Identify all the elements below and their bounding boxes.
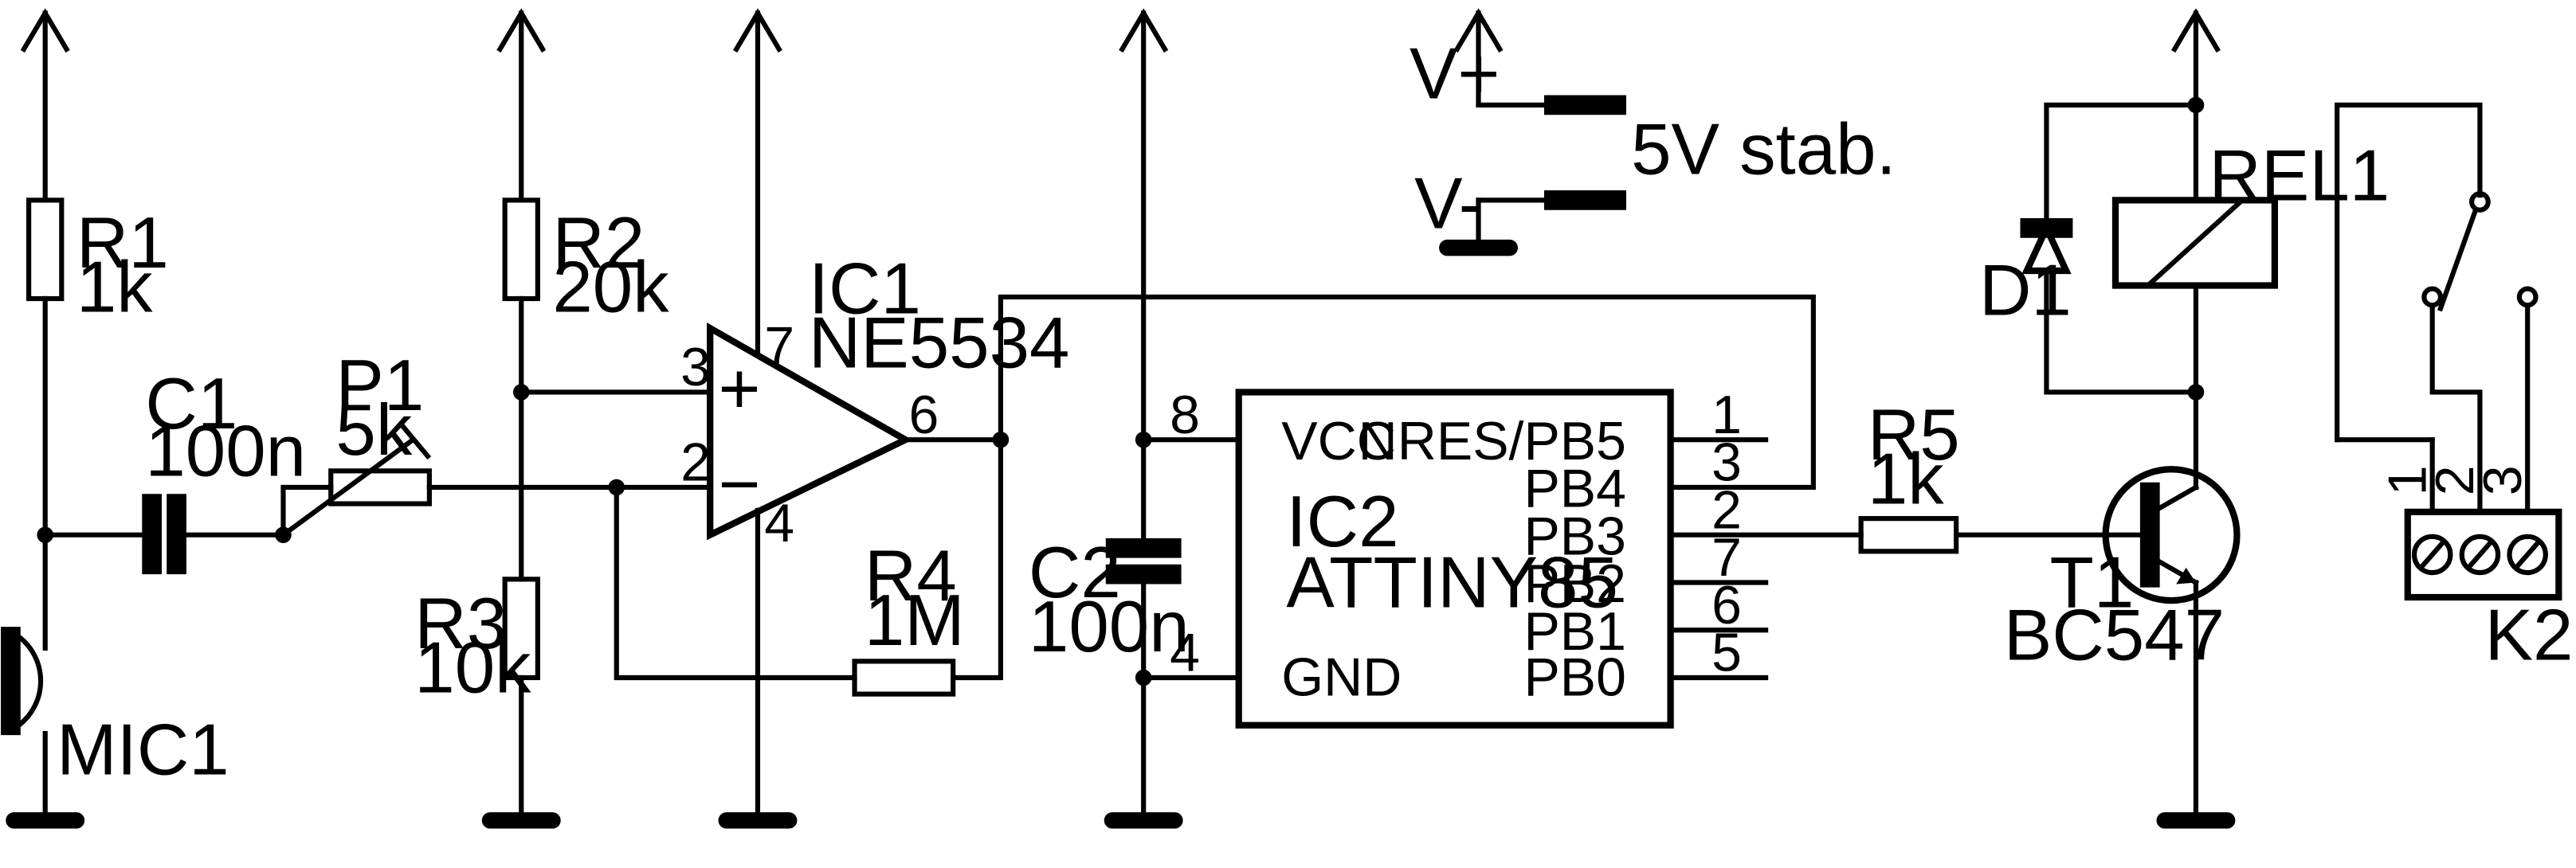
- k2-terminal: [2404, 508, 2562, 601]
- k2-pin-3: 3: [2472, 465, 2533, 495]
- ic1-value: NE5534: [809, 303, 1070, 384]
- ic2-pin-pb1-name: PB1: [1523, 601, 1626, 662]
- mic1-ref: MIC1: [57, 710, 229, 791]
- c2-value: 100n: [1029, 587, 1190, 667]
- supply-vminus-label: V-: [1414, 163, 1483, 244]
- k2-pin-2: 2: [2425, 465, 2485, 495]
- ic2-pin-gnd-num: 4: [1170, 623, 1200, 683]
- relay-contacts: [2335, 102, 2539, 514]
- ic1-pin-vminus: 4: [764, 493, 794, 553]
- r3-value: 10k: [414, 628, 531, 709]
- c2-decoupling: [1104, 8, 1241, 829]
- ic2-pin-pb2-num: 7: [1711, 527, 1742, 588]
- ic1-minus-sign: −: [719, 444, 761, 525]
- ic1-pin-out: 6: [909, 385, 939, 445]
- p1-symbol: [280, 423, 713, 539]
- ic1-pin-noninv: 3: [680, 337, 711, 397]
- c1-value: 100n: [145, 412, 306, 492]
- ic1-ref: IC1: [809, 249, 921, 330]
- ic2-pin-pb3-num: 2: [1711, 479, 1742, 540]
- rel1-ref: REL1: [2209, 135, 2390, 216]
- r2-r3-divider: [481, 8, 713, 829]
- r1-value: 1k: [76, 247, 153, 327]
- k2-pin-1: 1: [2377, 465, 2437, 495]
- ic2-pin-vcc-name: VCC: [1281, 411, 1396, 471]
- ic1-plus-sign: +: [719, 349, 761, 429]
- ic2-pin-pb0-name: PB0: [1523, 647, 1626, 708]
- r5-value: 1k: [1868, 440, 1944, 520]
- p1-ref: P1: [335, 346, 424, 426]
- ic2-pin-vcc-num: 8: [1170, 385, 1200, 445]
- c1-ref: C1: [145, 364, 237, 444]
- ic2-pin-pb1-num: 6: [1711, 575, 1742, 635]
- ic2-pin-pb4-name: PB4: [1523, 459, 1626, 519]
- c2-ref: C2: [1029, 533, 1121, 613]
- ic1-opamp: [707, 8, 1816, 829]
- r2-ref: R2: [552, 203, 645, 283]
- r5-ref: R5: [1868, 395, 1960, 475]
- ic2-pin-pb0-num: 5: [1711, 623, 1742, 683]
- ic2-value: ATTINY85: [1286, 542, 1617, 623]
- r4-feedback: [608, 437, 1004, 697]
- ic1-pin-inv: 2: [680, 432, 711, 493]
- r3-ref: R3: [414, 584, 507, 664]
- r4-ref: R4: [865, 536, 957, 616]
- r2-value: 20k: [552, 247, 669, 327]
- ic2-pin-gnd-name: GND: [1281, 647, 1402, 708]
- t1-ref: T1: [2050, 542, 2135, 623]
- r1-ref: R1: [76, 203, 169, 283]
- ic2-pin-pb5-name: NRES/PB5: [1359, 411, 1626, 471]
- supply-vplus-label: V+: [1410, 34, 1500, 115]
- ic1-pin-vplus: 7: [764, 315, 794, 376]
- ic2-pin-pb4-num: 3: [1711, 432, 1742, 493]
- ic2-pin-pb3-name: PB3: [1523, 506, 1626, 566]
- t1-transistor: [2102, 389, 2241, 829]
- c1-symbol: [142, 494, 292, 575]
- r5-base: [1858, 516, 2147, 554]
- mic1-symbol: [1, 627, 44, 736]
- relay-coil-section: [2020, 8, 2278, 401]
- supply-terminals: [1439, 8, 1626, 256]
- ic2-mcu: [1235, 389, 1864, 729]
- k2-ref: K2: [2485, 595, 2574, 675]
- ic2-ref: IC2: [1286, 482, 1398, 562]
- supply-note: 5V stab.: [1631, 109, 1896, 190]
- t1-value: BC547: [2004, 595, 2225, 675]
- ic2-pin-pb2-name: PB2: [1523, 553, 1626, 614]
- r1-branch: [6, 8, 148, 829]
- p1-value: 5k: [335, 390, 412, 471]
- d1-ref: D1: [1979, 251, 2072, 331]
- r4-value: 1M: [865, 581, 965, 661]
- ic2-pin-pb5-num: 1: [1711, 385, 1742, 445]
